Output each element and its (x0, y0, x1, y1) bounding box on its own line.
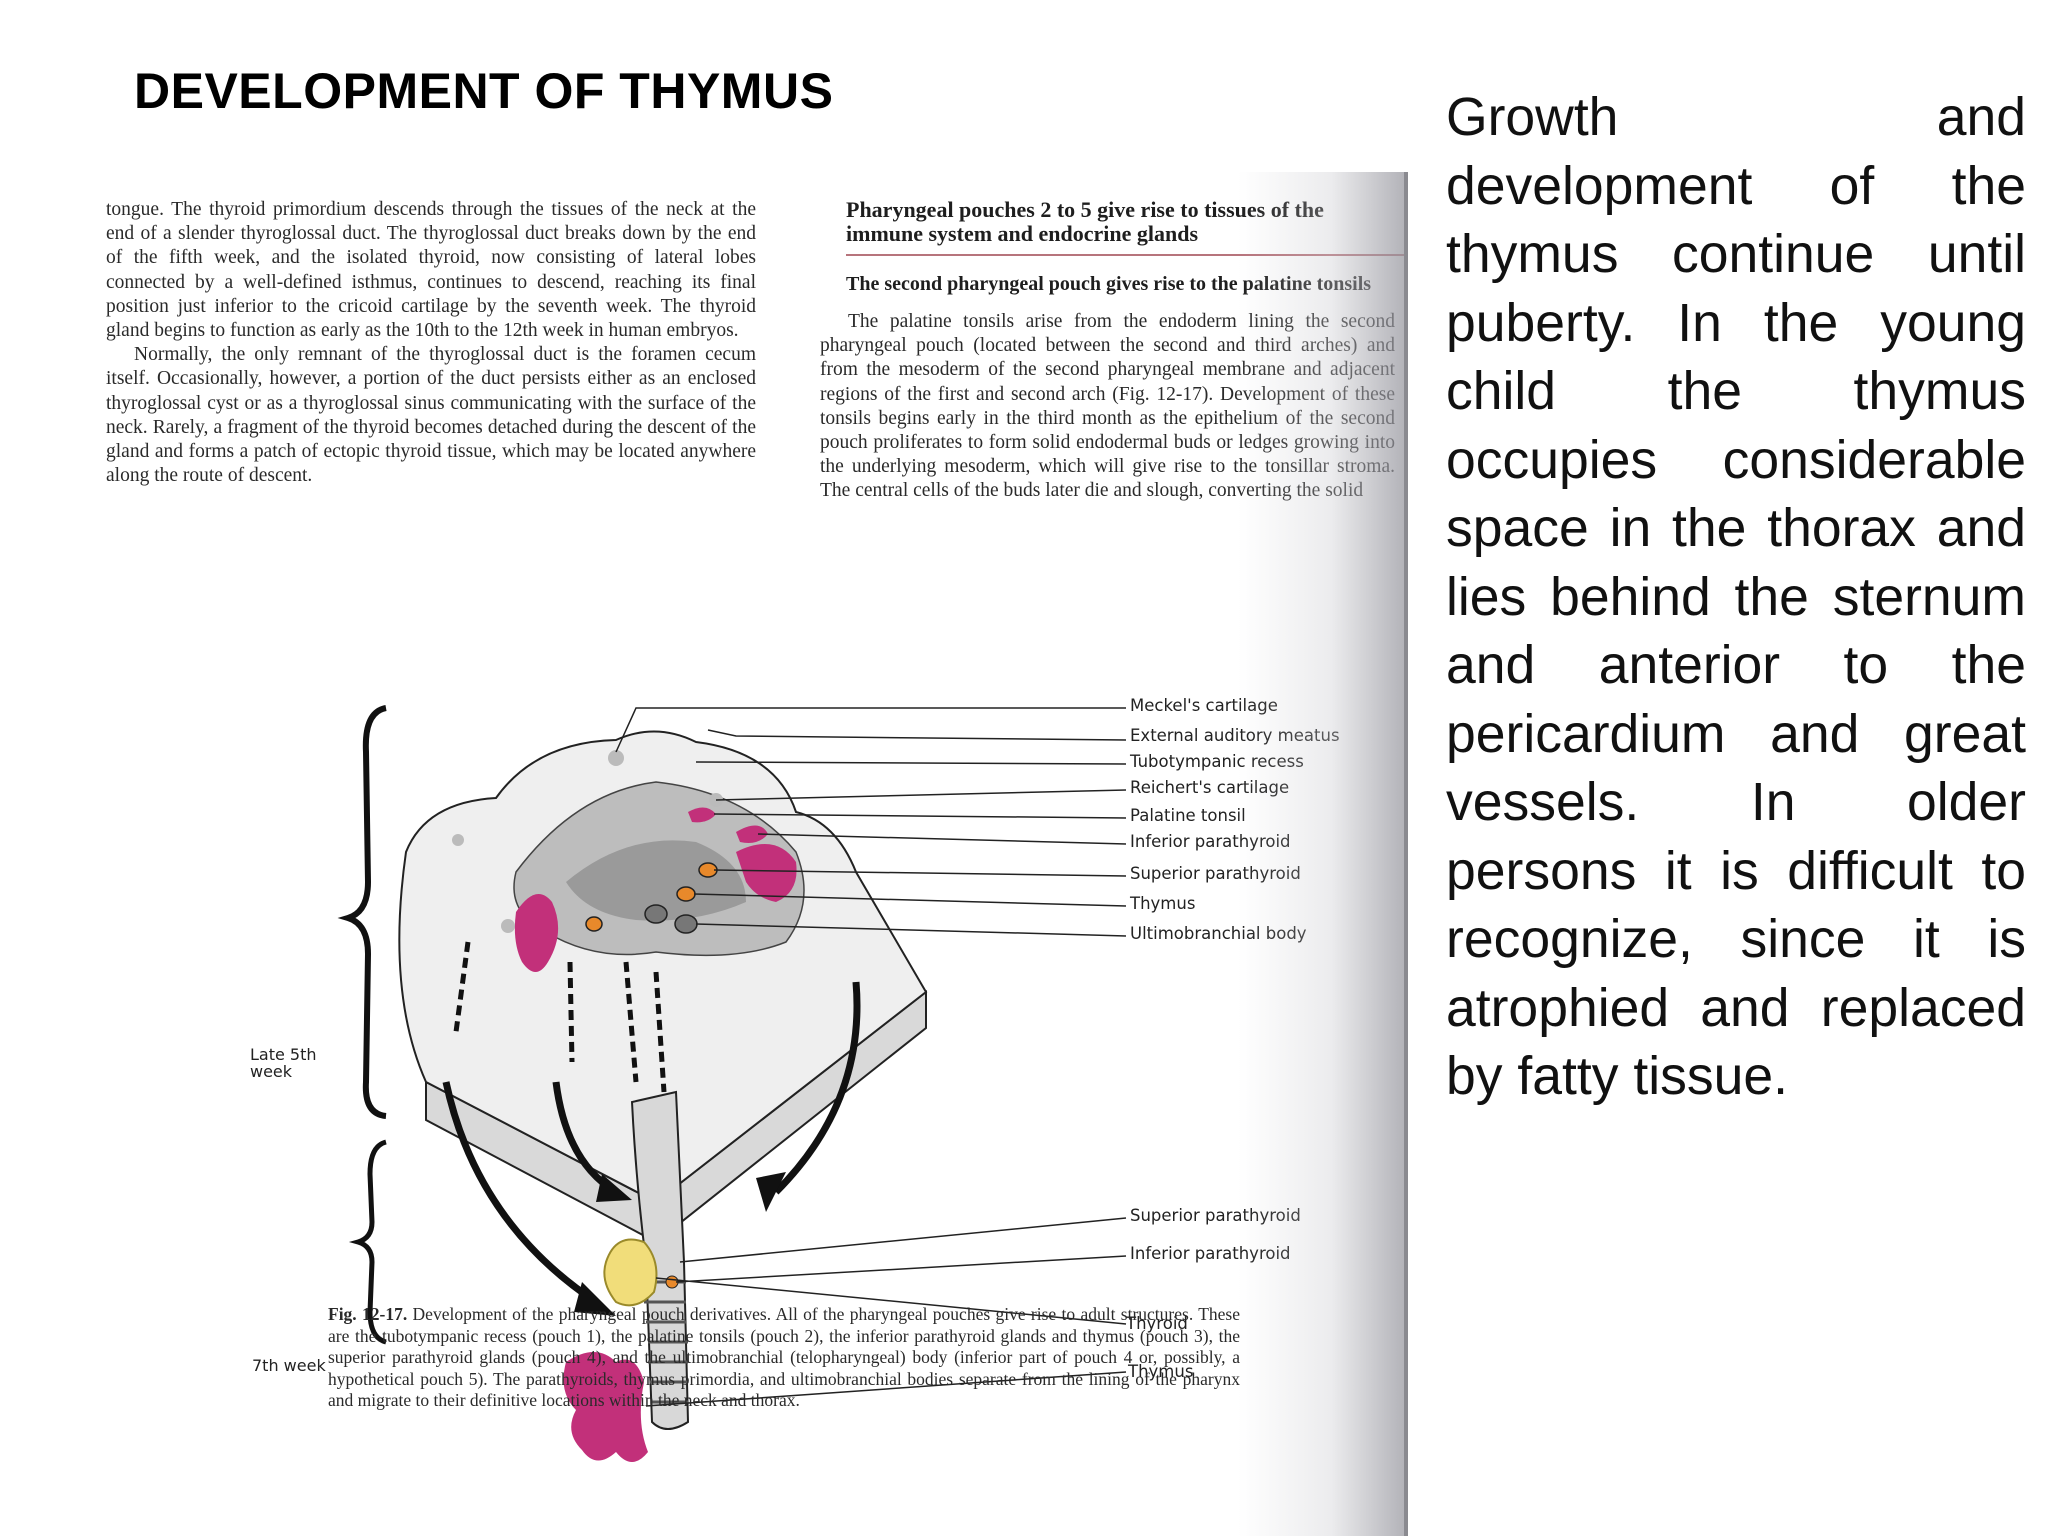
book-section-heading: Pharyngeal pouches 2 to 5 give rise to t… (846, 198, 1395, 246)
book-paragraph-thyroglossal-remnant: Normally, the only remnant of the thyrog… (106, 343, 756, 488)
label-7th-week: 7th week (252, 1356, 326, 1375)
stipple-left-arch (452, 834, 464, 846)
label-palatine-tonsil: Palatine tonsil (1130, 806, 1246, 825)
label-superior-parathyroid-upper: Superior parathyroid (1130, 864, 1301, 883)
figure-caption: Fig. 12-17. Development of the pharyngea… (328, 1304, 1240, 1412)
ultimobranchial-dot-1 (645, 905, 667, 923)
label-late-5th-week: Late 5th week (250, 1046, 317, 1080)
book-paragraph-thyroid-descent: tongue. The thyroid primordium descends … (106, 198, 756, 343)
label-meckels-cartilage: Meckel's cartilage (1130, 696, 1278, 715)
leader-line-external-auditory (708, 730, 1126, 740)
parathyroid-dot-left (586, 917, 602, 931)
ultimobranchial-dot-2 (675, 915, 697, 933)
label-tubotympanic-recess: Tubotympanic recess (1130, 752, 1304, 771)
book-right-column: Pharyngeal pouches 2 to 5 give rise to t… (820, 198, 1395, 504)
leader-line-superior-parathyroid-2 (680, 1218, 1126, 1262)
slide-title: DEVELOPMENT OF THYMUS (134, 62, 833, 120)
slide-body-text: Growth and development of the thymus con… (1446, 84, 2026, 1112)
thymus-dot (677, 887, 695, 901)
label-external-auditory-meatus: External auditory meatus (1130, 726, 1340, 745)
stipple-lower-arch (501, 919, 515, 933)
meckels-cartilage-stipple (608, 750, 624, 766)
page-edge (1404, 172, 1408, 1536)
migration-arrowhead-right (756, 1172, 786, 1212)
leader-line-inferior-parathyroid-2 (676, 1256, 1126, 1282)
label-inferior-parathyroid-lower: Inferior parathyroid (1130, 1244, 1291, 1263)
thyroid-gland (604, 1240, 656, 1306)
label-thymus-upper: Thymus (1130, 894, 1195, 913)
textbook-scan: tongue. The thyroid primordium descends … (96, 172, 1408, 1536)
section-rule-divider (846, 254, 1406, 256)
brace-late-5th-week (348, 708, 386, 1116)
caption-text: Development of the pharyngeal pouch deri… (328, 1304, 1240, 1410)
label-reicherts-cartilage: Reichert's cartilage (1130, 778, 1289, 797)
book-subsection-heading: The second pharyngeal pouch gives rise t… (846, 272, 1395, 296)
label-superior-parathyroid-lower: Superior parathyroid (1130, 1206, 1301, 1225)
label-ultimobranchial-body: Ultimobranchial body (1130, 924, 1307, 943)
label-week: week (250, 1063, 317, 1080)
book-left-column: tongue. The thyroid primordium descends … (106, 198, 756, 488)
caption-figure-number: Fig. 12-17. (328, 1304, 407, 1324)
label-inferior-parathyroid-upper: Inferior parathyroid (1130, 832, 1291, 851)
book-paragraph-palatine-tonsils: The palatine tonsils arise from the endo… (820, 310, 1395, 504)
label-late-5th: Late 5th (250, 1046, 317, 1063)
